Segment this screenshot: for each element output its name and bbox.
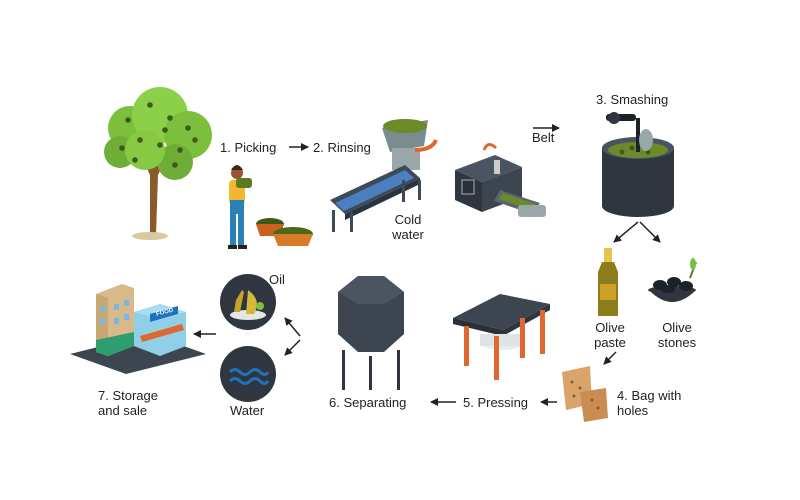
arrow-to-water <box>284 339 301 356</box>
label-storage-and-sale: 7. Storage and sale <box>98 388 158 418</box>
arrow-to-olive-stones <box>639 221 661 243</box>
store-icon <box>70 284 206 374</box>
label-separating: 6. Separating <box>329 395 407 410</box>
separator-icon <box>338 276 404 390</box>
label-bag-line1: 4. Bag with <box>617 388 682 403</box>
label-rinsing: 2. Rinsing <box>313 140 371 155</box>
shop-sign: FOOD <box>156 307 175 317</box>
label-olive-paste: Olive paste <box>583 320 637 350</box>
press-icon <box>453 294 550 380</box>
label-cold-water-line2: water <box>392 227 424 242</box>
label-olive-paste-line1: Olive <box>595 320 625 335</box>
label-olive-stones-line2: stones <box>657 335 697 350</box>
oil-bottle-icon <box>598 248 618 316</box>
arrow-to-olive-paste <box>613 221 639 243</box>
oil-icon <box>220 274 276 330</box>
water-icon <box>220 346 276 402</box>
label-storage-line1: 7. Storage <box>98 388 158 403</box>
arrow-to-oil <box>284 317 301 337</box>
olive-bags-icon <box>562 366 608 422</box>
label-bag-with-holes: 4. Bag with holes <box>617 388 681 418</box>
label-bag-line2: holes <box>617 403 649 418</box>
label-cold-water: Cold water <box>380 212 436 242</box>
label-oil: Oil <box>269 272 285 287</box>
smashing-vat-icon <box>602 112 674 217</box>
label-olive-stones-line1: Olive <box>662 320 692 335</box>
label-olive-stones: Olive stones <box>645 320 709 350</box>
label-belt: Belt <box>532 130 555 145</box>
olive-stones-bowl-icon <box>648 258 697 302</box>
label-storage-line2: and sale <box>98 403 148 418</box>
label-pressing: 5. Pressing <box>463 395 529 410</box>
arrow-paste-to-bag <box>603 351 617 365</box>
label-water: Water <box>230 403 265 418</box>
olive-tree-icon <box>104 87 212 240</box>
rinsing-conveyor-icon <box>330 119 438 232</box>
label-picking: 1. Picking <box>220 140 277 155</box>
label-olive-paste-line2: paste <box>594 335 626 350</box>
farmer-icon <box>228 165 252 249</box>
label-smashing: 3. Smashing <box>596 92 669 107</box>
olive-basket-icon <box>256 218 313 246</box>
label-cold-water-line1: Cold <box>394 212 422 227</box>
belt-machine-icon <box>455 143 546 217</box>
